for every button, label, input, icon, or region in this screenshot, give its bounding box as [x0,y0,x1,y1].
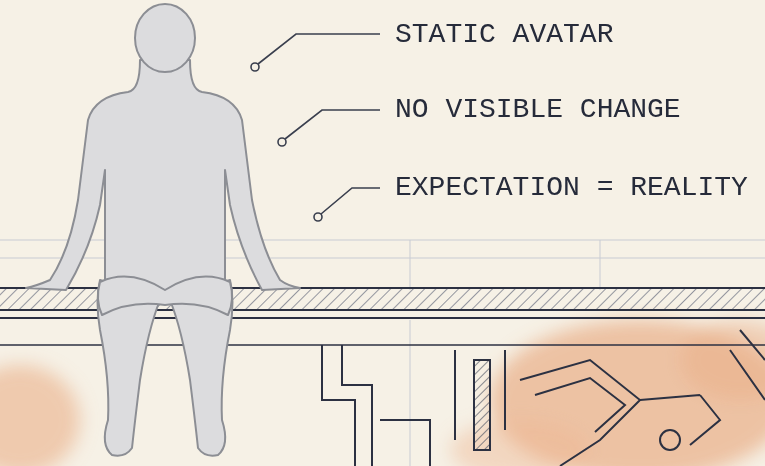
mechanism [322,330,765,466]
avatar [26,4,300,456]
leader-line [251,34,380,221]
callout-label: STATIC AVATAR [395,19,613,51]
callout-label: EXPECTATION = REALITY [395,172,748,204]
callout-label: NO VISIBLE CHANGE [395,94,681,126]
